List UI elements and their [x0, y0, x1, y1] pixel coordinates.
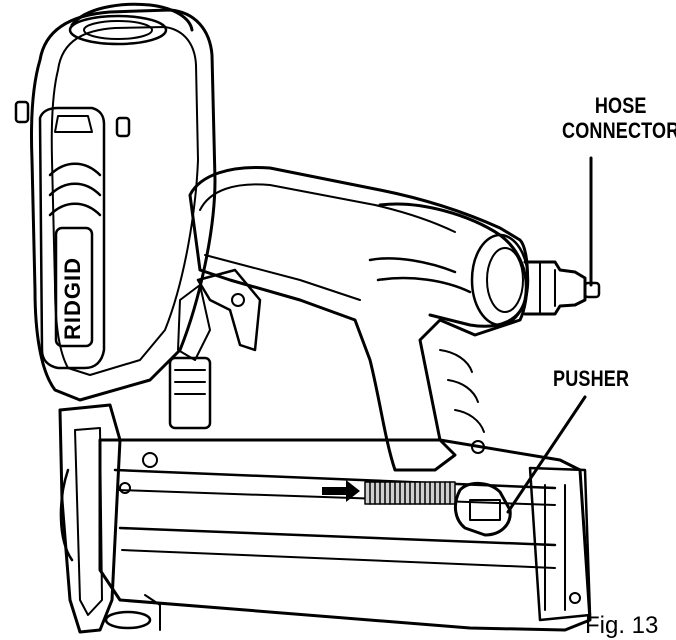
end-cap: [368, 202, 530, 328]
hose-connector: [523, 260, 601, 316]
pusher: [453, 482, 512, 537]
motor-housing: [14, 2, 217, 402]
trigger-assembly: [177, 268, 262, 361]
ridgid-badge: RIDGID: [60, 257, 85, 340]
pusher-label: PUSHER: [553, 366, 630, 391]
hose-connector-label-line1: HOSE: [594, 93, 647, 118]
magazine: [98, 438, 592, 632]
handle: [188, 165, 529, 472]
pusher-leader-line: [506, 395, 587, 514]
hose-connector-label: HOSE CONNECTOR: [562, 93, 676, 143]
nose-assembly: [58, 356, 212, 634]
figure-caption: Fig. 13: [585, 612, 659, 639]
brand-logo-text: RIDGID: [60, 257, 85, 340]
arrow-right-icon: [322, 480, 360, 502]
hose-connector-label-line2: CONNECTOR: [562, 118, 676, 143]
nail-strip: [364, 481, 456, 505]
